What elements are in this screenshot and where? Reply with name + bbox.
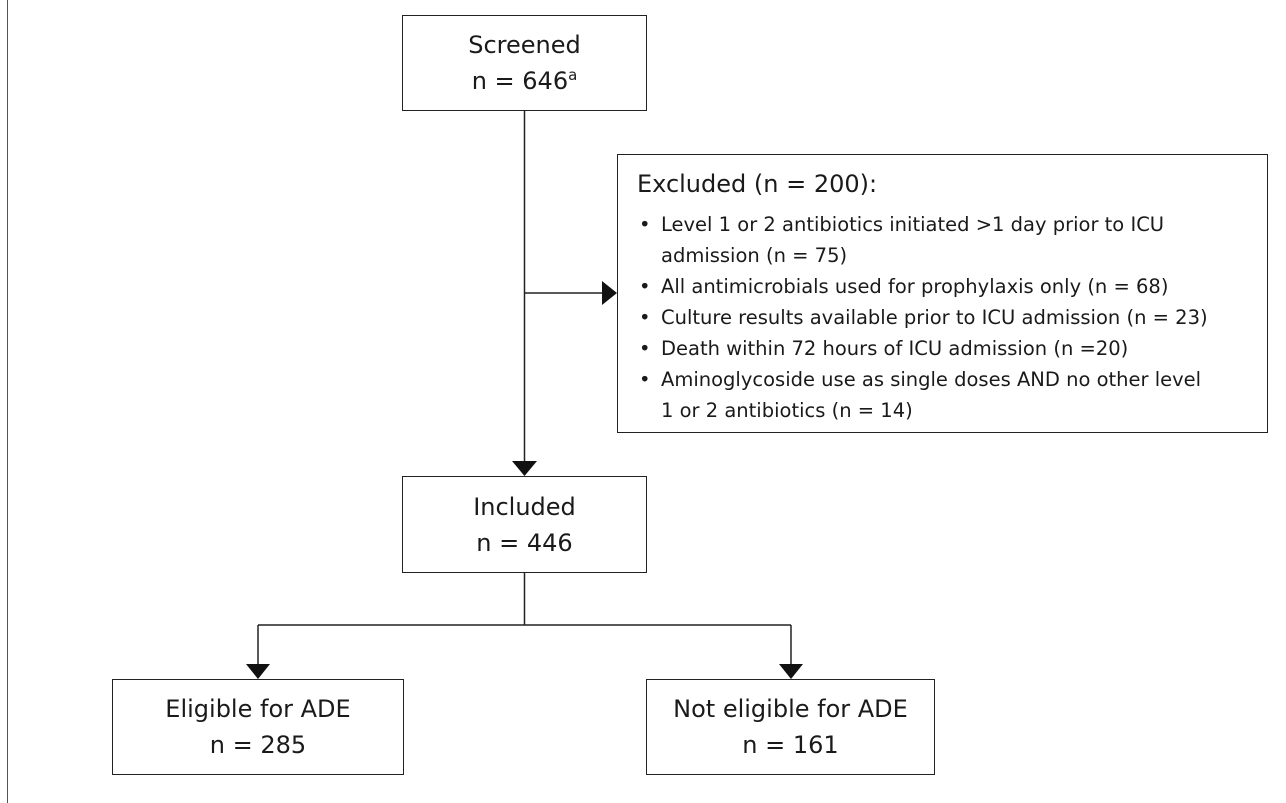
exclusion-item: Aminoglycoside use as single doses AND n… bbox=[637, 364, 1253, 426]
exclusion-item: All antimicrobials used for prophylaxis … bbox=[637, 271, 1253, 302]
not-eligible-box: Not eligible for ADE n = 161 bbox=[646, 679, 935, 775]
exclusion-item-line: admission (n = 75) bbox=[661, 244, 848, 267]
not-eligible-label: Not eligible for ADE bbox=[673, 695, 908, 723]
exclusion-item-line: All antimicrobials used for prophylaxis … bbox=[661, 275, 1169, 298]
screened-label: Screened bbox=[468, 31, 581, 59]
exclusion-item: Level 1 or 2 antibiotics initiated >1 da… bbox=[637, 209, 1253, 271]
exclusion-item-line: Death within 72 hours of ICU admission (… bbox=[661, 337, 1129, 360]
exclusion-item-line: Culture results available prior to ICU a… bbox=[661, 306, 1208, 329]
included-label: Included bbox=[473, 492, 576, 521]
exclusion-criteria-list: Level 1 or 2 antibiotics initiated >1 da… bbox=[637, 209, 1253, 426]
screened-box: Screened n = 646a bbox=[402, 15, 647, 111]
eligible-box: Eligible for ADE n = 285 bbox=[112, 679, 404, 775]
excluded-box: Excluded (n = 200): Level 1 or 2 antibio… bbox=[617, 154, 1268, 433]
exclusion-item-line: Level 1 or 2 antibiotics initiated >1 da… bbox=[661, 213, 1165, 236]
arrowhead-excluded bbox=[602, 281, 617, 305]
eligible-label: Eligible for ADE bbox=[165, 695, 351, 723]
screened-count-line: n = 646a bbox=[472, 63, 578, 99]
screened-count: n = 646 bbox=[471, 67, 569, 95]
left-frame-edge bbox=[7, 0, 8, 803]
arrowhead-included bbox=[512, 461, 537, 476]
arrowhead-not-eligible bbox=[779, 664, 803, 679]
excluded-title: Excluded (n = 200): bbox=[637, 170, 878, 198]
screened-footnote-marker: a bbox=[568, 66, 578, 84]
exclusion-item-line: Aminoglycoside use as single doses AND n… bbox=[661, 368, 1202, 391]
not-eligible-count: n = 161 bbox=[742, 731, 839, 759]
exclusion-item: Death within 72 hours of ICU admission (… bbox=[637, 333, 1253, 364]
included-count: n = 446 bbox=[476, 528, 573, 557]
exclusion-item-line: 1 or 2 antibiotics (n = 14) bbox=[661, 399, 913, 422]
exclusion-item: Culture results available prior to ICU a… bbox=[637, 302, 1253, 333]
included-box: Included n = 446 bbox=[402, 476, 647, 573]
arrowhead-eligible bbox=[246, 664, 270, 679]
eligible-count: n = 285 bbox=[209, 731, 307, 759]
